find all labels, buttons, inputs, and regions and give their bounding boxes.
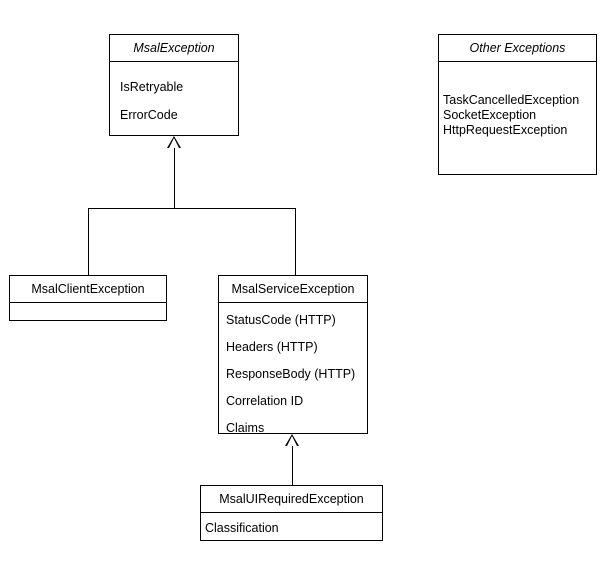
- triangle-fill-icon: [168, 137, 179, 148]
- class-box-msal-client-exception[interactable]: MsalClientException: [9, 275, 167, 321]
- generalization-leg-msal-client-exception: [88, 208, 89, 275]
- generalization-stem-to-msal-exception: [174, 148, 175, 208]
- attribute-item: Headers (HTTP): [226, 340, 318, 354]
- attribute-item: SocketException: [443, 108, 537, 122]
- class-name-msal-service-exception: MsalServiceException: [219, 276, 367, 303]
- attribute-item: StatusCode (HTTP): [226, 313, 336, 327]
- class-box-msal-exception[interactable]: MsalException IsRetryable ErrorCode: [109, 34, 239, 136]
- class-name-msal-client-exception: MsalClientException: [10, 276, 166, 303]
- attribute-item: ErrorCode: [120, 108, 178, 122]
- generalization-fork-bar: [88, 208, 296, 209]
- generalization-leg-msal-service-exception: [295, 208, 296, 275]
- attribute-item: Classification: [205, 521, 279, 535]
- class-box-msal-service-exception[interactable]: MsalServiceException StatusCode (HTTP) H…: [218, 275, 368, 435]
- attribute-item: Claims: [226, 421, 265, 435]
- class-attributes-msal-uirequired-exception: Classification: [201, 513, 382, 535]
- class-attributes-other-exceptions: TaskCancelledException SocketException H…: [439, 62, 596, 138]
- generalization-stem-to-msal-service-exception: [292, 446, 293, 485]
- attribute-item: IsRetryable: [120, 80, 184, 94]
- class-attributes-msal-client-exception: [10, 303, 166, 321]
- class-name-msal-uirequired-exception: MsalUIRequiredException: [201, 486, 382, 513]
- attribute-item: ResponseBody (HTTP): [226, 367, 356, 381]
- attribute-item: HttpRequestException: [443, 123, 568, 137]
- class-name-other-exceptions: Other Exceptions: [439, 35, 596, 62]
- class-attributes-msal-service-exception: StatusCode (HTTP) Headers (HTTP) Respons…: [219, 303, 367, 435]
- attribute-item: Correlation ID: [226, 394, 304, 408]
- attribute-item: TaskCancelledException: [443, 93, 580, 107]
- class-name-msal-exception: MsalException: [110, 35, 238, 62]
- triangle-fill-icon: [286, 435, 297, 446]
- class-attributes-msal-exception: IsRetryable ErrorCode: [110, 62, 238, 122]
- class-box-msal-uirequired-exception[interactable]: MsalUIRequiredException Classification: [200, 485, 383, 541]
- class-box-other-exceptions[interactable]: Other Exceptions TaskCancelledException …: [438, 34, 597, 175]
